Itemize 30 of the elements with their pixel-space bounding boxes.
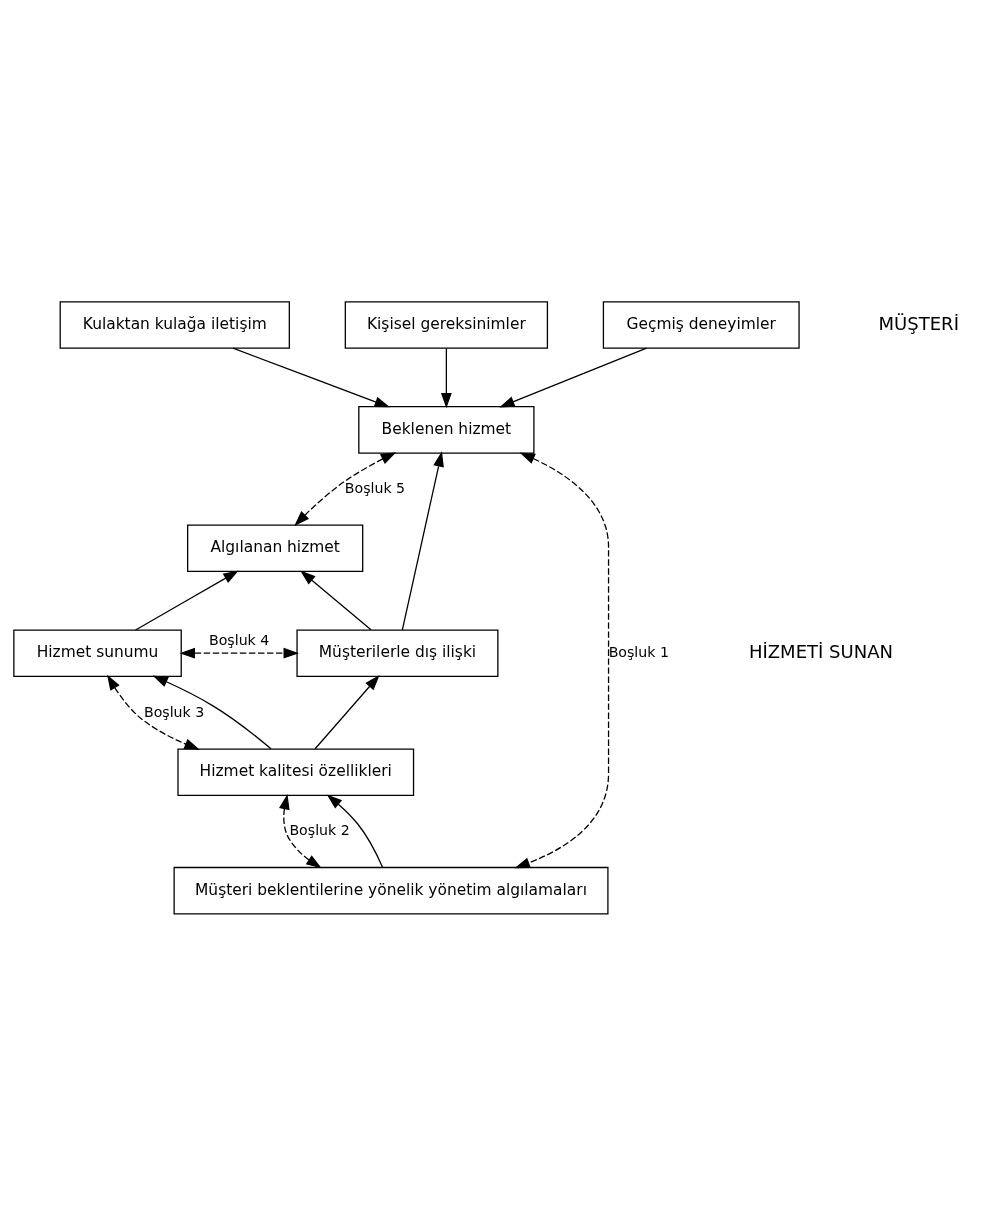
- arrow: [279, 793, 322, 868]
- arrow: [152, 675, 272, 749]
- node-box: Hizmet kalitesi özellikleri: [177, 747, 415, 796]
- arrow: [514, 451, 610, 868]
- node-box: Beklenen hizmet: [358, 405, 535, 454]
- node-box: Hizmet sunumu: [13, 628, 182, 677]
- node-box: Kişisel gereksinimler: [344, 300, 549, 349]
- node-box: Müşteri beklentilerine yönelik yönetim algılamaları: [173, 866, 609, 914]
- label: MÜŞTERİ: [878, 312, 959, 334]
- edge-label: Boşluk 2: [289, 821, 350, 838]
- arrow: [440, 347, 452, 408]
- arrow: [314, 674, 380, 749]
- node-box: Geçmiş deneyimler: [602, 300, 800, 349]
- label: HİZMETİ SUNAN: [748, 640, 893, 662]
- edge-label: Boşluk 1: [608, 643, 669, 660]
- node-box: Algılanan hizmet: [187, 523, 364, 572]
- arrow: [499, 347, 648, 407]
- arrow: [294, 451, 397, 526]
- arrow: [300, 570, 372, 630]
- edge-label: Boşluk 3: [143, 703, 205, 720]
- arrow: [107, 674, 200, 750]
- arrow: [134, 570, 239, 631]
- arrow: [326, 794, 384, 868]
- arrow: [179, 647, 299, 659]
- node-box: Kulaktan kulağa iletişim: [59, 300, 290, 349]
- node-box: Müşterilerle dış ilişki: [296, 628, 499, 677]
- arrow: [401, 450, 444, 631]
- edge-label: Boşluk 5: [344, 479, 406, 496]
- arrow: [232, 347, 391, 407]
- edge-label: Boşluk 4: [208, 631, 270, 648]
